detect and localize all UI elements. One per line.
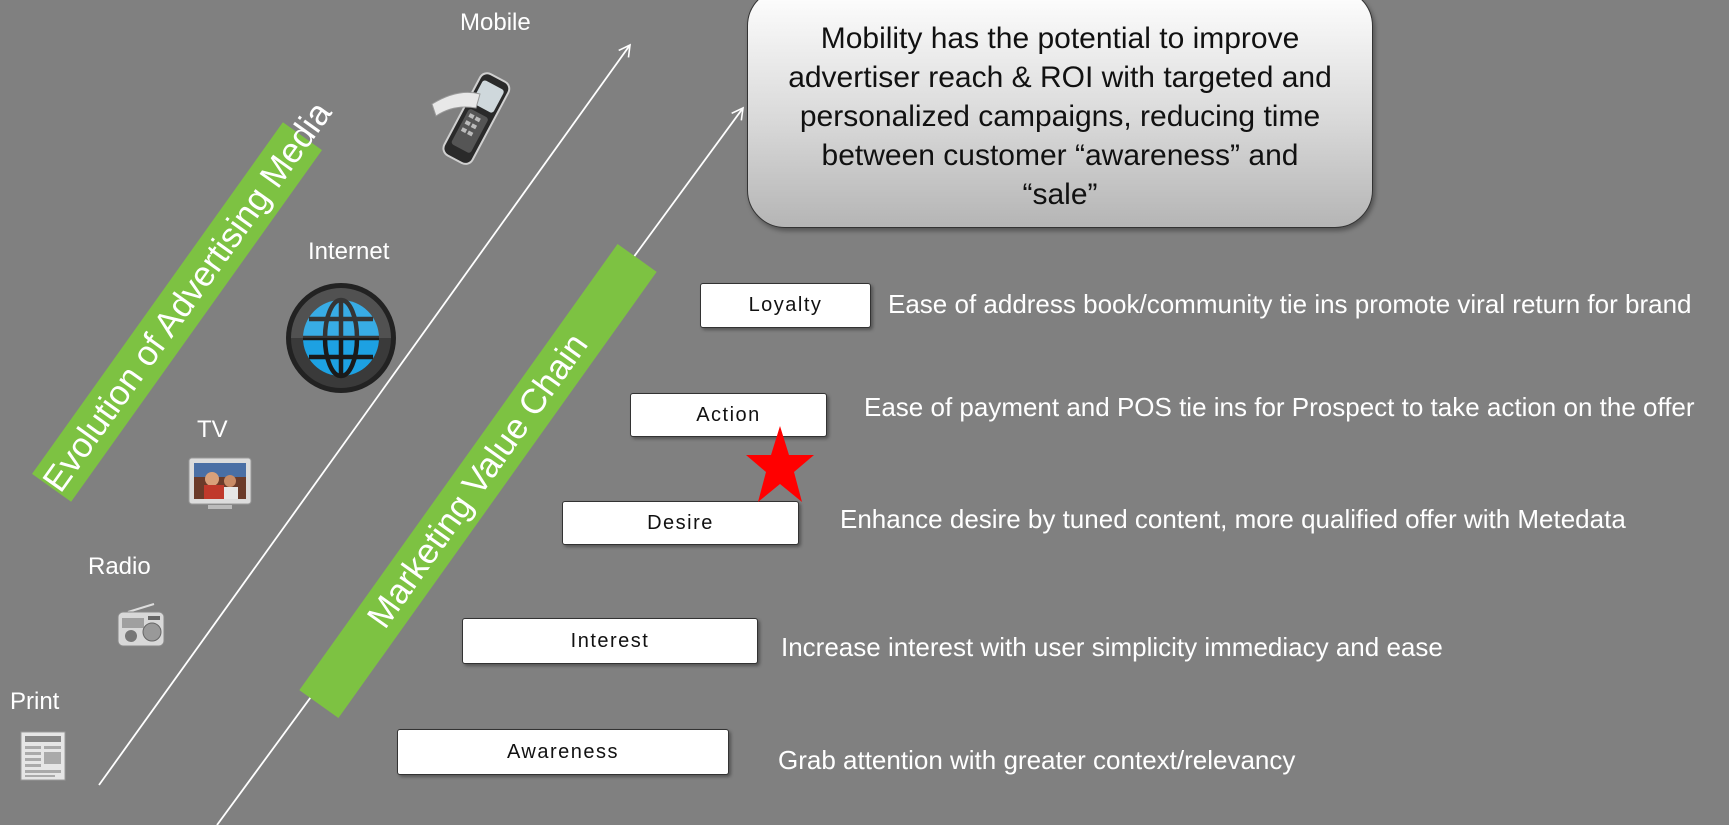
stage-loyalty-description: Ease of address book/community tie ins p…	[888, 289, 1692, 319]
media-label-internet: Internet	[308, 238, 390, 265]
stage-action-description: Ease of payment and POS tie ins for Pros…	[864, 392, 1695, 422]
media-label-mobile: Mobile	[460, 9, 531, 36]
mobility-callout-text: Mobility has the potential to improve ad…	[788, 21, 1332, 211]
media-label-print: Print	[10, 688, 60, 715]
stage-interest: Interest	[462, 618, 758, 664]
stage-awareness-label: Awareness	[506, 740, 620, 763]
stage-desire: Desire	[562, 501, 799, 545]
media-label-tv: TV	[197, 416, 228, 443]
stage-interest-label: Interest	[570, 629, 650, 652]
stage-action-label: Action	[696, 403, 761, 426]
stage-action: Action	[630, 393, 827, 437]
radio-icon	[117, 603, 165, 647]
mobility-callout-box: Mobility has the potential to improve ad…	[747, 0, 1373, 228]
stage-loyalty: Loyalty	[700, 283, 871, 328]
globe-icon	[286, 283, 396, 393]
media-label-radio: Radio	[88, 553, 151, 580]
stage-awareness: Awareness	[397, 729, 729, 775]
mobile-phone-icon	[431, 72, 511, 165]
media-evolution-arrow	[98, 43, 631, 786]
stage-awareness-description: Grab attention with greater context/rele…	[778, 745, 1296, 775]
stage-desire-description: Enhance desire by tuned content, more qu…	[840, 504, 1626, 534]
tv-icon	[188, 457, 252, 509]
stage-interest-description: Increase interest with user simplicity i…	[781, 632, 1443, 662]
star-icon	[746, 426, 814, 502]
stage-loyalty-label: Loyalty	[748, 294, 823, 316]
newspaper-icon	[20, 731, 66, 781]
stage-desire-label: Desire	[647, 511, 714, 534]
